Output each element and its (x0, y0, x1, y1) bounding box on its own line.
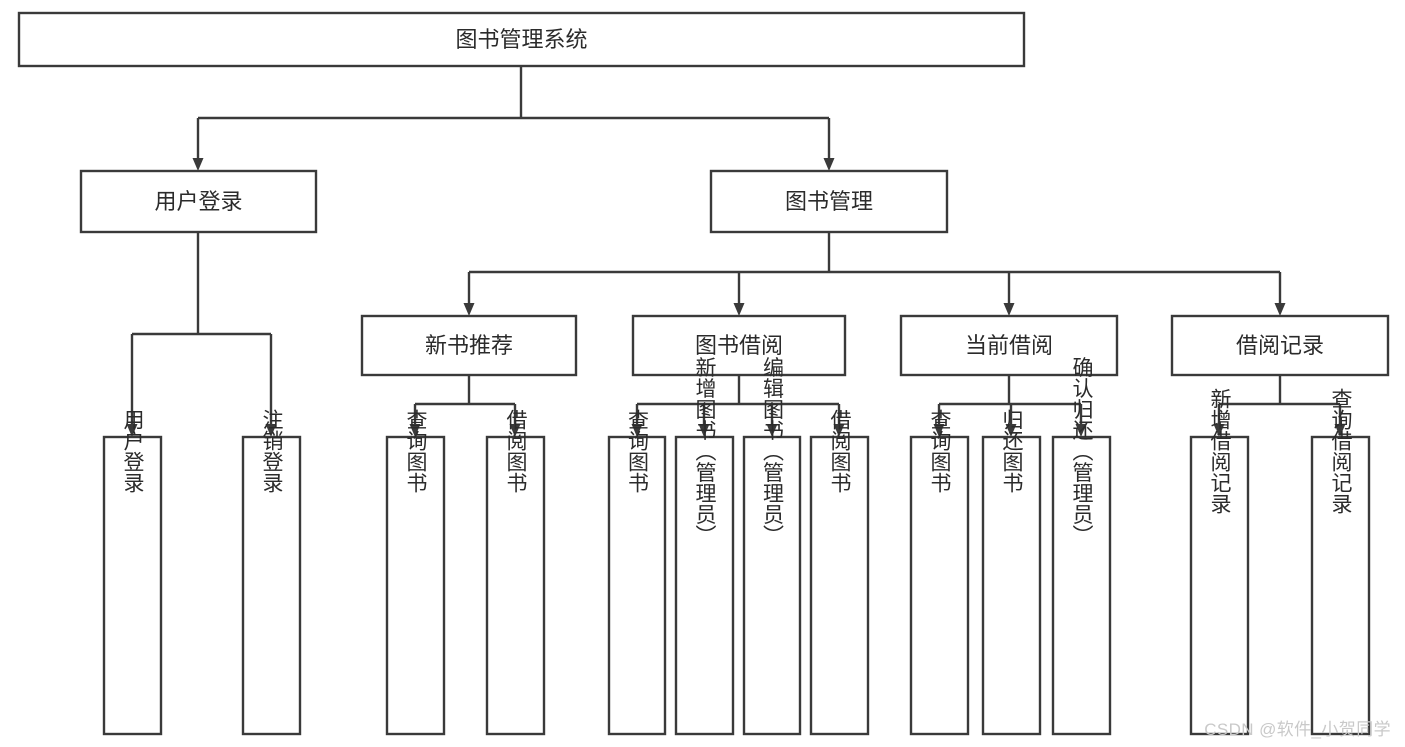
node-box (17, 11, 1026, 68)
leaf-node-新增图书管理员-5[interactable]: 新增图书（管理员） (674, 357, 735, 736)
node-box (1051, 435, 1112, 736)
node-box (909, 435, 970, 736)
arrow-head-icon (933, 424, 945, 437)
arrow-head-icon (1075, 424, 1087, 437)
arrow-head-icon (265, 424, 277, 437)
node-box (1170, 314, 1390, 377)
leaf-node-查询图书-4[interactable]: 查询图书 (607, 409, 667, 736)
arrow-head-icon (1005, 424, 1017, 437)
leaf-node-注销登录-1[interactable]: 注销登录 (241, 409, 302, 736)
node-box (385, 435, 446, 736)
arrow-head-icon (1213, 424, 1225, 437)
arrow-head-icon (1003, 303, 1015, 316)
connector-group-user-login-to-leaves (126, 232, 277, 437)
node-box (709, 169, 949, 234)
connector-group-borrow-record-to-leaves (1213, 375, 1346, 437)
node-label: 图书管理系统 (455, 27, 587, 52)
leaf-node-编辑图书管理员-6[interactable]: 编辑图书（管理员） (742, 357, 802, 736)
node-label: 确认归还（管理员） (1070, 357, 1094, 546)
node-box (809, 435, 870, 736)
leaf-node-借阅图书-3[interactable]: 借阅图书 (485, 409, 546, 736)
arrow-head-icon (823, 158, 835, 171)
node-layer: 图书管理系统用户登录图书管理新书推荐图书借阅当前借阅借阅记录用户登录注销登录查询… (17, 11, 1390, 736)
arrow-head-icon (1334, 424, 1346, 437)
arrow-head-icon (409, 424, 421, 437)
node-box (102, 435, 163, 736)
level3-node-新书推荐-0[interactable]: 新书推荐 (360, 314, 578, 377)
arrow-head-icon (126, 424, 138, 437)
connector-group-current-borrow-to-leaves (933, 375, 1087, 437)
node-box (360, 314, 578, 377)
node-label: 查询图书 (626, 409, 650, 493)
node-box (607, 435, 667, 736)
node-box (899, 314, 1119, 377)
arrow-head-icon (463, 303, 475, 316)
arrow-head-icon (833, 424, 845, 437)
node-label: 查询借阅记录 (1329, 388, 1353, 514)
level3-node-借阅记录-3[interactable]: 借阅记录 (1170, 314, 1390, 377)
leaf-node-用户登录-0[interactable]: 用户登录 (102, 409, 163, 736)
node-label: 查询图书 (404, 409, 428, 493)
root-node-图书管理系统[interactable]: 图书管理系统 (17, 11, 1026, 68)
node-box (742, 435, 802, 736)
leaf-node-查询借阅记录-12[interactable]: 查询借阅记录 (1310, 388, 1371, 736)
node-box (674, 435, 735, 736)
node-label: 借阅记录 (1236, 333, 1324, 358)
connector-group-new-book-rec-to-leaves (409, 375, 521, 437)
level2-node-用户登录-0[interactable]: 用户登录 (79, 169, 318, 234)
leaf-node-新增借阅记录-11[interactable]: 新增借阅记录 (1189, 388, 1250, 736)
node-box (241, 435, 302, 736)
level3-node-图书借阅-1[interactable]: 图书借阅 (631, 314, 847, 377)
arrow-head-icon (698, 424, 710, 437)
level2-node-图书管理-1[interactable]: 图书管理 (709, 169, 949, 234)
connector-group-book-borrow-to-leaves (631, 375, 845, 437)
node-label: 编辑图书（管理员） (761, 357, 785, 546)
arrow-head-icon (509, 424, 521, 437)
level3-node-当前借阅-2[interactable]: 当前借阅 (899, 314, 1119, 377)
node-label: 用户登录 (121, 409, 145, 493)
node-box (981, 435, 1042, 736)
node-box (1310, 435, 1371, 736)
leaf-node-借阅图书-7[interactable]: 借阅图书 (809, 409, 870, 736)
node-label: 借阅图书 (828, 409, 852, 493)
node-label: 新增图书（管理员） (693, 357, 717, 546)
node-box (485, 435, 546, 736)
connector-group-root-to-level2 (192, 66, 835, 171)
arrow-head-icon (192, 158, 204, 171)
node-label: 新增借阅记录 (1208, 388, 1232, 514)
connector-layer (126, 66, 1346, 437)
node-label: 用户登录 (154, 189, 242, 214)
node-box (79, 169, 318, 234)
node-label: 注销登录 (260, 409, 284, 493)
leaf-node-归还图书-9[interactable]: 归还图书 (981, 409, 1042, 736)
leaf-node-确认归还管理员-10[interactable]: 确认归还（管理员） (1051, 357, 1112, 736)
node-label: 当前借阅 (965, 333, 1053, 358)
leaf-node-查询图书-8[interactable]: 查询图书 (909, 409, 970, 736)
node-box (1189, 435, 1250, 736)
arrow-head-icon (766, 424, 778, 437)
node-label: 借阅图书 (504, 409, 528, 493)
node-label: 归还图书 (1000, 409, 1024, 493)
connector-group-book-mgmt-to-level3 (463, 232, 1286, 316)
arrow-head-icon (631, 424, 643, 437)
node-label: 新书推荐 (425, 333, 513, 358)
node-box (631, 314, 847, 377)
node-label: 图书管理 (785, 189, 873, 214)
leaf-node-查询图书-2[interactable]: 查询图书 (385, 409, 446, 736)
node-label: 图书借阅 (695, 333, 783, 358)
arrow-head-icon (1274, 303, 1286, 316)
arrow-head-icon (733, 303, 745, 316)
node-label: 查询图书 (928, 409, 952, 493)
